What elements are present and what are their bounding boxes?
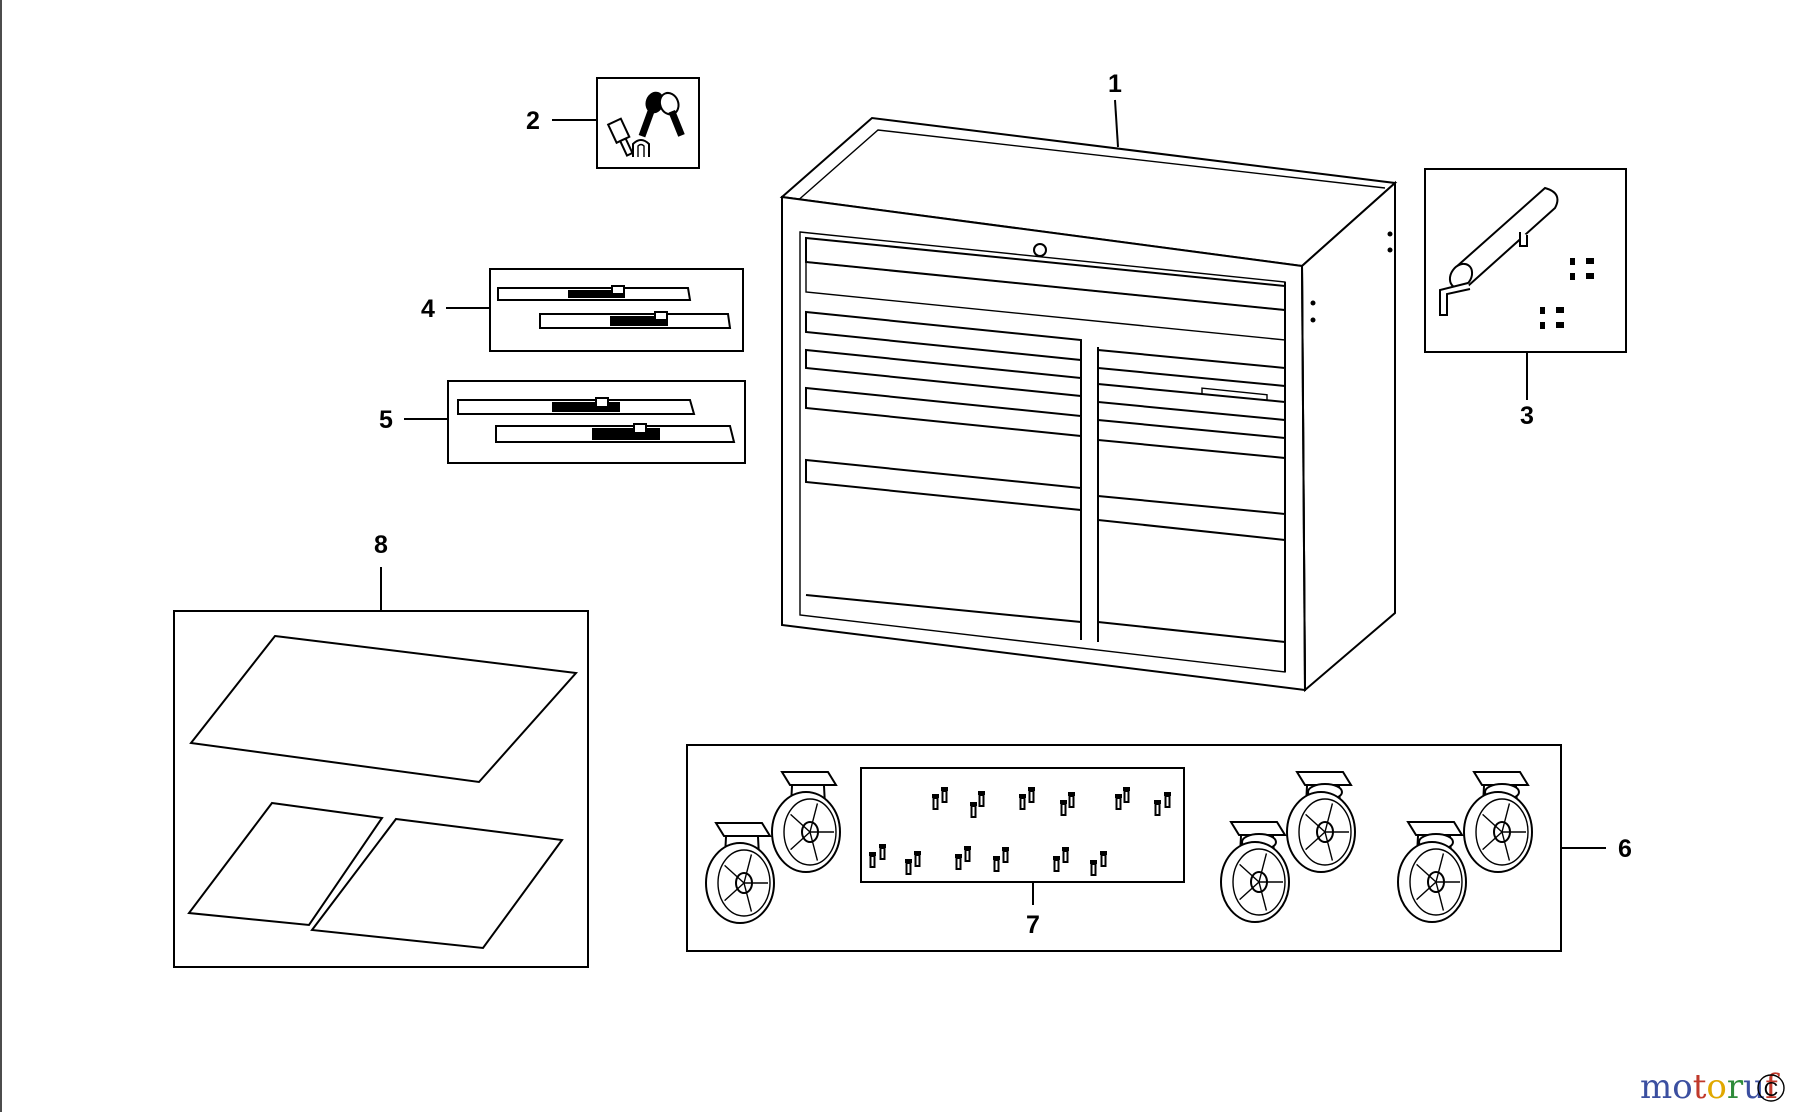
bolt-icon (1090, 860, 1097, 876)
watermark-circle (1757, 1074, 1785, 1102)
bolt-icon (1060, 800, 1067, 816)
drawer-l4-bottom (805, 594, 1082, 623)
drawer-r4-bottom (1097, 621, 1286, 643)
part-5-box (447, 380, 746, 464)
tool-chest-part (779, 116, 1398, 693)
side-mount-holes (1310, 231, 1393, 323)
bolt-icon (1002, 847, 1009, 863)
callout-2: 2 (526, 107, 540, 135)
watermark-logo: motoruf (1640, 1067, 1780, 1107)
caster-wheel-icon (1286, 771, 1356, 873)
bolt-icon (970, 802, 977, 818)
caster-wheel-icon (1463, 771, 1533, 873)
bolt-icon (879, 844, 886, 860)
bolt-icon (1154, 800, 1161, 816)
drawer-slides-4-icon (497, 285, 732, 329)
bolt-icon (964, 846, 971, 862)
drawer-r4-handle (1097, 494, 1286, 542)
drawer-r2-handle (1097, 382, 1286, 422)
bolt-icon (1053, 856, 1060, 872)
caster-wheel-icon (771, 771, 841, 873)
callout-7: 7 (1026, 911, 1040, 939)
callout-8: 8 (374, 531, 388, 559)
callout-5: 5 (379, 406, 393, 434)
bolt-icon (1062, 847, 1069, 863)
lock-key-set-icon (606, 91, 685, 157)
bolt-icon (1115, 794, 1122, 810)
bolt-icon (869, 852, 876, 868)
callout-1: 1 (1108, 70, 1122, 98)
caster-set (705, 771, 1533, 924)
part-7-box (860, 767, 1185, 883)
part-2-box (596, 77, 700, 169)
liner-small-right (310, 817, 564, 950)
bolt-icon (1019, 794, 1026, 810)
drawer-l4-handle (805, 458, 1082, 512)
chest-side-panel (1300, 180, 1396, 693)
drawer-r3-handle (1097, 418, 1286, 460)
part-4-box (489, 268, 744, 352)
side-handle-icon (1439, 186, 1559, 316)
leader-1 (1114, 99, 1119, 148)
bolt-icon (932, 794, 939, 810)
bolt-icon (978, 791, 985, 807)
liner-small-left (187, 801, 384, 927)
drawer-l3-handle (805, 386, 1082, 438)
bolt-icon (1028, 787, 1035, 803)
bolt-icon (1100, 851, 1107, 867)
watermark-suffix: C (1764, 1079, 1778, 1101)
drawers-right-column (1097, 348, 1286, 643)
drawer-slides-5-icon (457, 397, 736, 443)
lock-cylinder (1033, 243, 1047, 257)
callout-4: 4 (421, 295, 435, 323)
chest-top-rim (794, 129, 1386, 204)
frame-post-outer (1301, 265, 1306, 691)
bolt-icon (955, 854, 962, 870)
caster-wheel-icon (705, 822, 775, 924)
part-3-box (1424, 168, 1627, 353)
drawer-l1-handle (805, 310, 1082, 362)
bolt-icon (1068, 792, 1075, 808)
callout-6: 6 (1618, 835, 1632, 863)
caster-wheel-icon (1397, 821, 1467, 923)
drawer-r1-handle (1097, 348, 1286, 388)
drawer-l2-handle (805, 348, 1082, 398)
bolt-icon (914, 851, 921, 867)
caster-bolts-set (869, 787, 1171, 876)
caster-wheel-icon (1220, 821, 1290, 923)
drawer-top (805, 236, 1286, 416)
bolt-icon (905, 859, 912, 875)
drawers-left-column (805, 310, 1082, 623)
handle-screws-icon (1540, 258, 1594, 329)
liner-large (189, 634, 579, 784)
bolt-icon (1164, 792, 1171, 808)
bolt-icon (1123, 787, 1130, 803)
bolt-icon (993, 856, 1000, 872)
bolt-icon (941, 787, 948, 803)
drawer-top-face (805, 261, 1286, 341)
callout-3: 3 (1520, 402, 1534, 430)
